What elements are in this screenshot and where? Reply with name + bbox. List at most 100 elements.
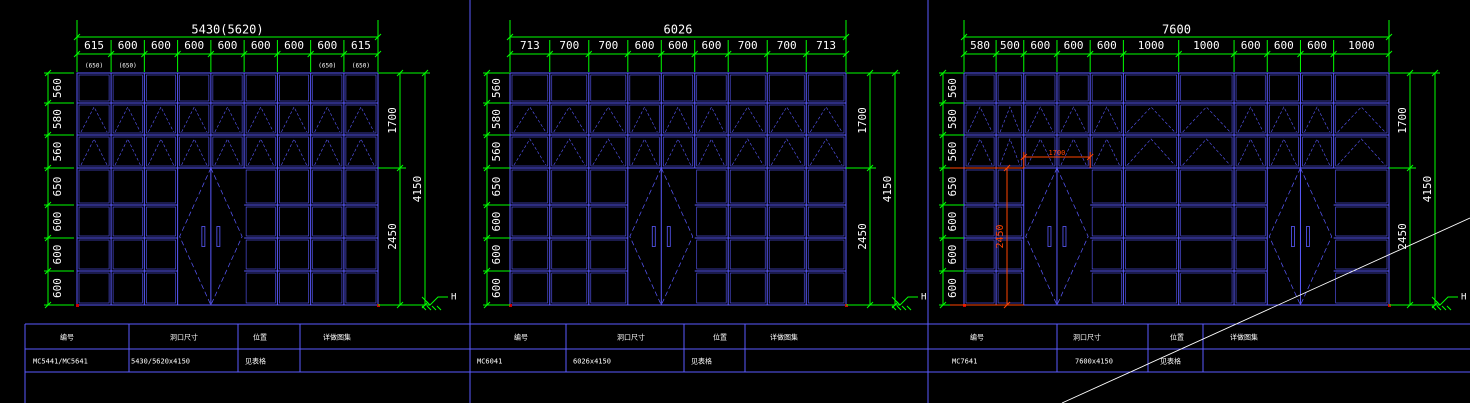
table-cell: 6026x4150 <box>573 358 611 366</box>
glass-pane <box>112 206 143 237</box>
width-label: 600 <box>1064 39 1084 52</box>
ground-hatch <box>1446 305 1452 311</box>
glass-pane <box>696 169 727 204</box>
overall-width-label: 6026 <box>664 23 693 37</box>
glass-pane <box>551 239 588 270</box>
glass-pane <box>1268 104 1299 134</box>
glass-pane <box>768 136 805 167</box>
height-label: 560 <box>490 142 503 162</box>
glass-pane <box>729 169 766 204</box>
dim-tick <box>939 234 947 242</box>
glass-pane <box>551 169 588 204</box>
width-label: 600 <box>1030 39 1050 52</box>
table-header-cell: 洞口尺寸 <box>1073 333 1101 342</box>
dim-tick <box>274 50 281 58</box>
door-handle-left <box>1291 226 1295 247</box>
vent-opening-mark <box>1060 106 1087 133</box>
dim-tick <box>44 164 52 172</box>
ground-hatch <box>1441 305 1447 311</box>
width-label: 600 <box>218 39 238 52</box>
overall-width-label: 7600 <box>1162 23 1191 37</box>
window-frame <box>76 72 380 307</box>
dim-tick <box>44 131 52 139</box>
lower-height-label: 2450 <box>856 223 869 250</box>
glass-pane <box>696 272 727 304</box>
dim-tick <box>1385 33 1393 41</box>
door-swing-left <box>1268 167 1301 306</box>
vent-opening-mark <box>1127 138 1175 166</box>
ground-hatch <box>426 305 432 311</box>
glass-pane <box>112 239 143 270</box>
table-cell: 见表格 <box>245 357 266 366</box>
dim-tick <box>374 33 382 41</box>
glass-pane <box>1335 272 1388 304</box>
dim-tick <box>939 69 947 77</box>
dim-tick <box>396 301 404 309</box>
width-label: 600 <box>151 39 171 52</box>
glass-pane <box>807 169 845 204</box>
glass-pane <box>1091 272 1122 304</box>
glass-pane <box>511 169 549 204</box>
glass-pane <box>1180 272 1233 304</box>
table-header-cell: 位置 <box>253 333 267 342</box>
dim-tick <box>44 201 52 209</box>
height-label: 650 <box>51 177 64 197</box>
glass-pane <box>1025 74 1056 102</box>
glass-pane <box>1335 169 1388 204</box>
glass-pane <box>78 136 110 167</box>
glass-pane <box>112 104 143 134</box>
table-header-cell: 编号 <box>970 333 984 342</box>
width-label: 700 <box>559 39 579 52</box>
vent-opening-mark <box>770 138 803 166</box>
ground-hatch <box>431 305 437 311</box>
glass-pane <box>345 239 377 270</box>
glass-pane <box>511 136 549 167</box>
upper-height-label: 1700 <box>1396 107 1409 134</box>
dim-tick <box>939 99 947 107</box>
vent-opening-mark <box>314 106 341 133</box>
table-cell: MC7641 <box>952 358 977 366</box>
floor-anchor-mark <box>76 304 79 307</box>
glass-pane <box>78 169 110 204</box>
glass-pane <box>146 136 176 167</box>
width-label: 1000 <box>1348 39 1375 52</box>
ground-hatch <box>421 305 427 311</box>
glass-pane <box>1335 136 1388 167</box>
glass-pane <box>551 104 588 134</box>
dim-tick <box>483 201 491 209</box>
width-label: 580 <box>970 39 990 52</box>
width-label: 615 <box>84 39 104 52</box>
dim-tick <box>546 50 554 58</box>
ground-hatch <box>1431 305 1437 311</box>
dim-tick <box>939 164 947 172</box>
width-label: 600 <box>1307 39 1327 52</box>
total-height-label: 4150 <box>1421 176 1434 203</box>
width-label: 600 <box>251 39 271 52</box>
glass-pane <box>807 74 845 102</box>
glass-pane <box>146 74 176 102</box>
width-label: 600 <box>668 39 688 52</box>
glass-pane <box>965 239 995 270</box>
glass-pane <box>696 136 727 167</box>
glass-pane <box>245 169 276 204</box>
vent-opening-mark <box>731 138 764 166</box>
glass-pane <box>729 272 766 304</box>
vent-opening-mark <box>631 106 658 133</box>
glass-pane <box>245 239 276 270</box>
glass-pane <box>312 74 343 102</box>
ground-hatch <box>901 305 907 311</box>
glass-pane <box>212 74 243 102</box>
vent-opening-mark <box>347 106 375 133</box>
dim-tick <box>44 69 52 77</box>
section-cut-line <box>1061 217 1470 403</box>
width-label: 600 <box>1274 39 1294 52</box>
